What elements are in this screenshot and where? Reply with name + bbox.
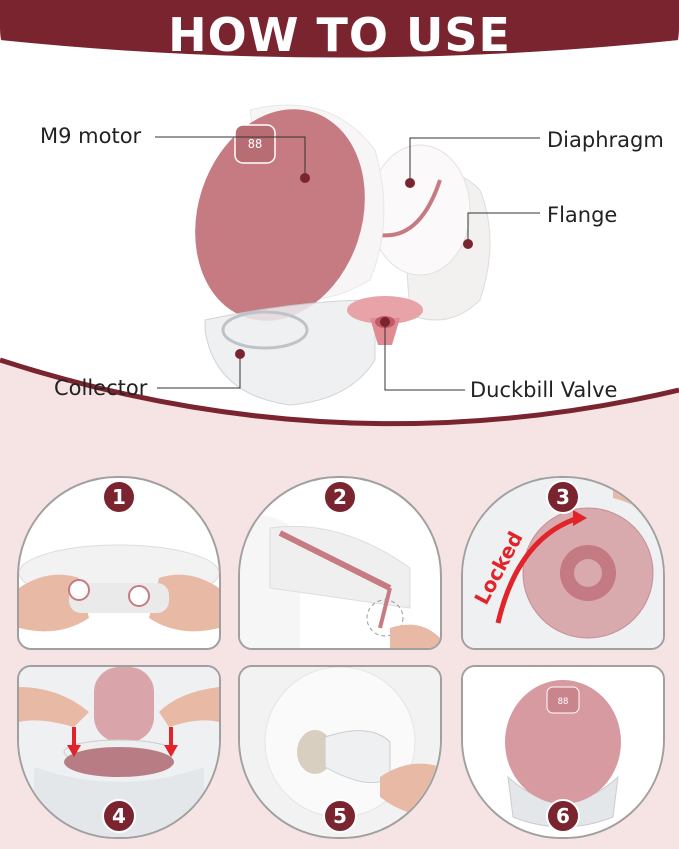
step-2-badge: 2 bbox=[323, 480, 357, 514]
step-6-panel: 88 6 bbox=[461, 665, 665, 839]
label-flange: Flange bbox=[547, 203, 618, 227]
step-2-illustration bbox=[240, 515, 440, 648]
hero-illustration: 88 bbox=[0, 0, 679, 427]
step-5-illustration bbox=[240, 667, 440, 837]
step-4-badge: 4 bbox=[102, 799, 136, 833]
step-3-panel: Locked 3 bbox=[461, 476, 665, 650]
step-2-panel: 2 bbox=[238, 476, 442, 650]
svg-text:88: 88 bbox=[558, 697, 569, 707]
label-collector: Collector bbox=[54, 376, 148, 400]
step-5-panel: 5 bbox=[238, 665, 442, 839]
label-valve: Duckbill Valve bbox=[470, 378, 618, 402]
collector-shape bbox=[204, 299, 376, 406]
step-3-badge: 3 bbox=[546, 480, 580, 514]
svg-text:88: 88 bbox=[248, 137, 262, 151]
label-motor: M9 motor bbox=[40, 124, 142, 148]
step-1-badge: 1 bbox=[102, 480, 136, 514]
step-5-badge: 5 bbox=[323, 799, 357, 833]
step-1-panel: 1 bbox=[17, 476, 221, 650]
motor-shape bbox=[195, 109, 365, 321]
step-4-panel: 4 bbox=[17, 665, 221, 839]
valve-shape bbox=[347, 296, 423, 345]
step-6-badge: 6 bbox=[546, 799, 580, 833]
page-title: HOW TO USE bbox=[168, 8, 511, 62]
label-diaphragm: Diaphragm bbox=[547, 128, 664, 152]
step-1-illustration bbox=[19, 544, 219, 632]
flange-shape bbox=[369, 144, 491, 321]
